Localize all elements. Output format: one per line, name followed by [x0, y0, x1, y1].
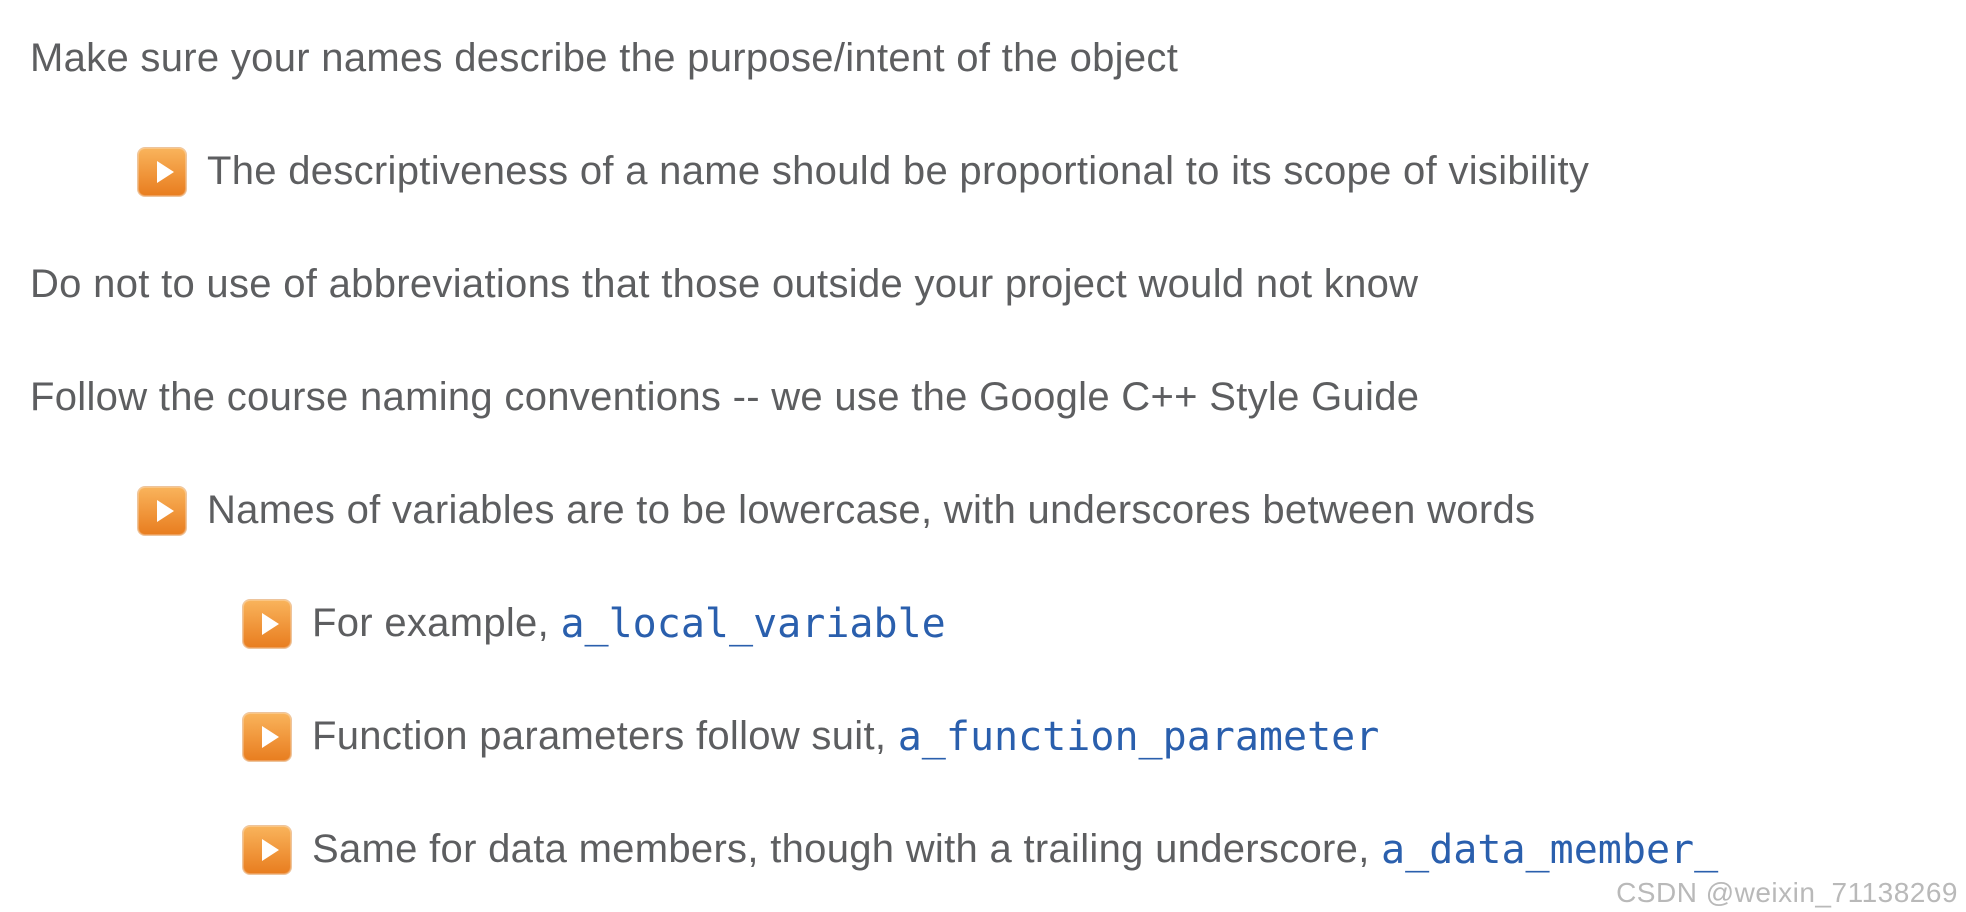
line-text: Follow the course naming conventions -- …	[30, 375, 1420, 419]
bullet-line: Same for data members, though with a tra…	[0, 793, 1966, 906]
bullet-line: Make sure your names describe the purpos…	[0, 2, 1966, 115]
line-text: The descriptiveness of a name should be …	[207, 149, 1590, 193]
bullet-line: The descriptiveness of a name should be …	[0, 115, 1966, 228]
bullet-line: Do not to use of abbreviations that thos…	[0, 228, 1966, 341]
play-bullet-icon	[138, 147, 186, 196]
line-text: Same for data members, though with a tra…	[312, 827, 1382, 871]
play-bullet-icon	[243, 825, 291, 874]
inline-code: a_data_member_	[1381, 826, 1719, 873]
play-triangle-icon	[261, 838, 279, 861]
inline-code: a_function_parameter	[897, 713, 1380, 760]
play-triangle-icon	[156, 160, 174, 183]
csdn-watermark: CSDN @weixin_71138269	[1616, 877, 1958, 908]
bullet-line: Follow the course naming conventions -- …	[0, 341, 1966, 454]
line-text: Names of variables are to be lowercase, …	[207, 488, 1536, 532]
bullet-line: For example, a_local_variable	[0, 567, 1966, 680]
bullet-line: Function parameters follow suit, a_funct…	[0, 680, 1966, 793]
play-triangle-icon	[261, 612, 279, 635]
play-bullet-icon	[138, 486, 186, 535]
play-triangle-icon	[156, 499, 174, 522]
inline-code: a_local_variable	[560, 600, 946, 647]
line-text: For example,	[312, 601, 561, 645]
play-bullet-icon	[243, 599, 291, 648]
line-text: Make sure your names describe the purpos…	[30, 36, 1179, 80]
line-text: Function parameters follow suit,	[312, 714, 898, 758]
play-bullet-icon	[243, 712, 291, 761]
play-triangle-icon	[261, 725, 279, 748]
line-text: Do not to use of abbreviations that thos…	[30, 262, 1419, 306]
bullet-line: Names of variables are to be lowercase, …	[0, 454, 1966, 567]
